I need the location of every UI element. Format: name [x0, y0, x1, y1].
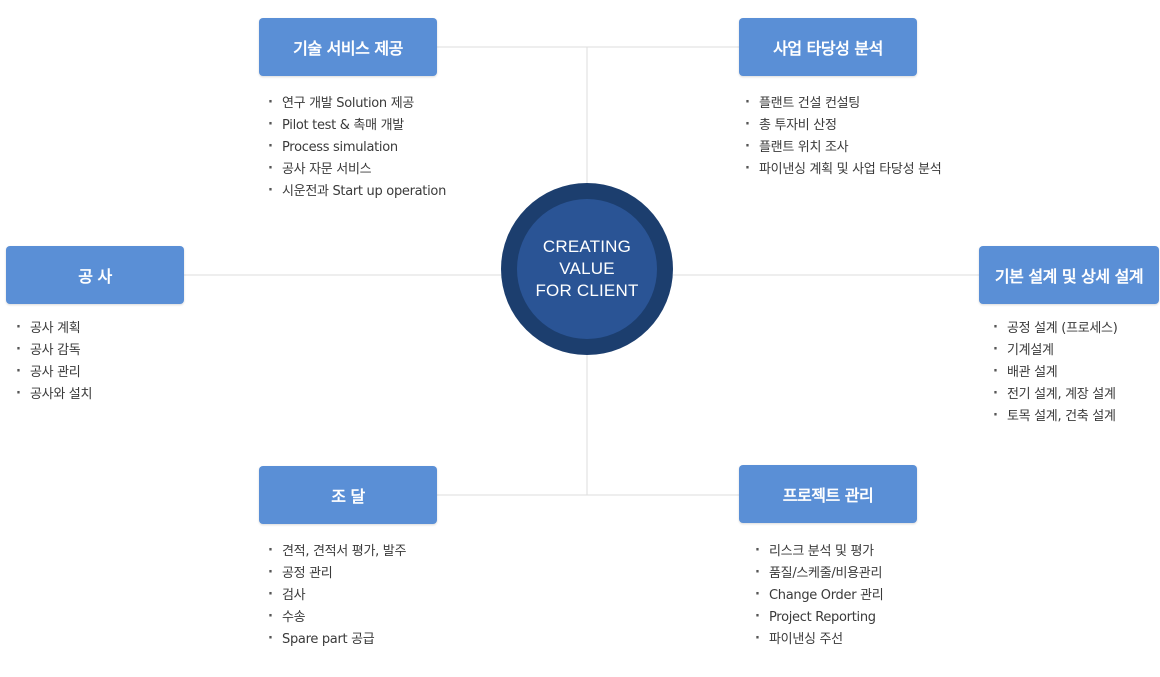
list-item: 연구 개발 Solution 제공 — [268, 92, 446, 115]
node-construction: 공 사 — [6, 246, 184, 304]
list-item: Spare part 공급 — [268, 628, 406, 651]
list-item: Project Reporting — [755, 606, 883, 629]
center-circle: CREATING VALUE FOR CLIENT — [501, 183, 673, 355]
list-item: Change Order 관리 — [755, 584, 884, 607]
list-item: 공정 관리 — [268, 562, 406, 585]
list-item: 공사와 설치 — [16, 383, 92, 406]
list-item: 견적, 견적서 평가, 발주 — [268, 540, 406, 563]
center-circle-inner: CREATING VALUE FOR CLIENT — [517, 199, 657, 339]
node-title: 기술 서비스 제공 — [293, 39, 403, 58]
list-item: 전기 설계, 계장 설계 — [993, 383, 1118, 406]
center-label-line: VALUE — [559, 259, 615, 278]
node-feasibility: 사업 타당성 분석 — [739, 18, 917, 76]
list-project-management: 리스크 분석 및 평가 품질/스케줄/비용관리 Change Order 관리 … — [755, 540, 884, 651]
center-label-line: CREATING — [542, 237, 632, 256]
node-design: 기본 설계 및 상세 설계 — [979, 246, 1159, 304]
list-item: 기계설계 — [993, 339, 1118, 362]
list-item: 시운전과 Start up operation — [268, 180, 446, 203]
list-item: 공정 설계 (프로세스) — [993, 317, 1118, 340]
list-item: 공사 관리 — [16, 361, 92, 384]
list-item: 검사 — [268, 584, 406, 607]
node-title: 기본 설계 및 상세 설계 — [994, 267, 1144, 286]
center-label-line: FOR CLIENT — [535, 281, 639, 300]
list-item: 공사 감독 — [16, 339, 92, 362]
center-label: CREATING VALUE FOR CLIENT — [535, 236, 638, 302]
list-item: 공사 계획 — [16, 317, 92, 340]
list-procurement: 견적, 견적서 평가, 발주 공정 관리 검사 수송 Spare part 공급 — [268, 540, 406, 651]
node-project-management: 프로젝트 관리 — [739, 465, 917, 523]
list-tech-service: 연구 개발 Solution 제공 Pilot test & 촉매 개발 Pro… — [268, 92, 446, 203]
list-item: 수송 — [268, 606, 406, 629]
list-item: 파이낸싱 계획 및 사업 타당성 분석 — [745, 158, 942, 181]
list-item: 리스크 분석 및 평가 — [755, 540, 883, 563]
node-title: 조 달 — [331, 487, 365, 506]
node-title: 공 사 — [78, 267, 112, 286]
list-item: 배관 설계 — [993, 361, 1118, 384]
node-title: 사업 타당성 분석 — [773, 39, 883, 58]
node-tech-service: 기술 서비스 제공 — [259, 18, 437, 76]
list-item: 공사 자문 서비스 — [268, 158, 446, 181]
list-item: Pilot test & 촉매 개발 — [268, 114, 446, 137]
list-item: 품질/스케줄/비용관리 — [755, 562, 883, 585]
list-item: Process simulation — [268, 136, 446, 159]
list-item: 플랜트 건설 컨설팅 — [745, 92, 941, 115]
node-procurement: 조 달 — [259, 466, 437, 524]
node-title: 프로젝트 관리 — [782, 486, 874, 505]
list-item: 총 투자비 산정 — [745, 114, 941, 137]
list-construction: 공사 계획 공사 감독 공사 관리 공사와 설치 — [16, 317, 92, 406]
list-item: 파이낸싱 주선 — [755, 628, 883, 651]
list-item: 토목 설계, 건축 설계 — [993, 405, 1118, 428]
list-feasibility: 플랜트 건설 컨설팅 총 투자비 산정 플랜트 위치 조사 파이낸싱 계획 및 … — [745, 92, 942, 181]
list-design: 공정 설계 (프로세스) 기계설계 배관 설계 전기 설계, 계장 설계 토목 … — [993, 317, 1118, 428]
list-item: 플랜트 위치 조사 — [745, 136, 941, 159]
